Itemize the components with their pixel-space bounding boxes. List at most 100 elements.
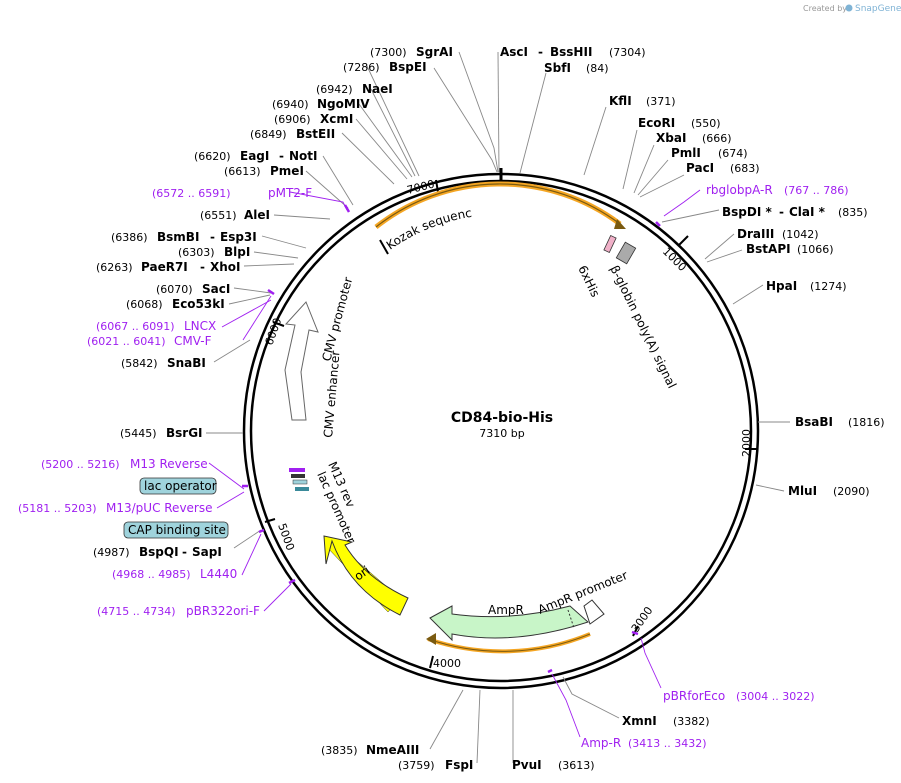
enzyme-hpai[interactable]: HpaI(1274): [766, 279, 847, 293]
enzyme-snabi[interactable]: (5842)SnaBI: [121, 356, 206, 370]
svg-text:(6386): (6386): [111, 231, 148, 244]
enzyme-paer7i[interactable]: (6263)PaeR7I-XhoI: [96, 260, 241, 274]
enzyme-asci[interactable]: AscI-BssHII (7304): [500, 45, 646, 59]
svg-text:(3835): (3835): [321, 744, 358, 757]
enzyme-bstapi[interactable]: BstAPI(1066): [746, 242, 834, 256]
orf-arc-top-core: [375, 183, 621, 228]
primer-lncx[interactable]: (6067 .. 6091)LNCX: [96, 319, 216, 333]
svg-text:AscI: AscI: [500, 45, 528, 59]
cap-site-block: [295, 487, 309, 491]
svg-text:AleI: AleI: [244, 208, 270, 222]
enzyme-pmli[interactable]: PmlI (674): [671, 146, 748, 160]
enzyme-bspei[interactable]: (7286)BspEI: [343, 60, 427, 74]
primer-rbglob[interactable]: rbglobpA-R(767 .. 786): [706, 183, 849, 197]
enzyme-xcmi[interactable]: (6906)XcmI: [274, 112, 353, 126]
svg-text:BssHII: BssHII: [550, 45, 592, 59]
svg-text:NaeI: NaeI: [362, 82, 393, 96]
svg-text:(3613): (3613): [558, 759, 595, 772]
enzyme-bsabi[interactable]: BsaBI(1816): [795, 415, 885, 429]
svg-text:(6940): (6940): [272, 98, 309, 111]
tick-label-2000: 2000: [740, 429, 753, 457]
svg-text:(835): (835): [838, 206, 868, 219]
enzyme-fspi[interactable]: (3759)FspI: [398, 758, 473, 772]
svg-text:-: -: [538, 45, 543, 59]
tick-label-1000: 1000: [660, 245, 689, 274]
enzyme-paci[interactable]: PacI(683): [686, 161, 760, 175]
cmv-enhancer-label: CMV enhancer: [321, 350, 343, 438]
cap-binding-box[interactable]: CAP binding site: [123, 521, 229, 539]
ori-arrow: [323, 535, 409, 616]
svg-text:SbfI: SbfI: [544, 61, 571, 75]
svg-text:(5842): (5842): [121, 357, 158, 370]
enzyme-nmeaiii[interactable]: (3835)NmeAIII: [321, 743, 419, 757]
primer-m13rev[interactable]: (5200 .. 5216)M13 Reverse: [41, 457, 208, 471]
enzyme-bsteii[interactable]: (6849)BstEII: [250, 127, 335, 141]
primer-pbrfor[interactable]: pBRforEco(3004 .. 3022): [663, 689, 815, 703]
svg-text:BsmBI: BsmBI: [157, 230, 199, 244]
enzyme-eco53ki[interactable]: (6068) Eco53kI: [126, 297, 225, 311]
lac-operator-box[interactable]: lac operator: [139, 477, 217, 495]
enzyme-eagi[interactable]: (6620)EagI-NotI: [194, 149, 318, 163]
svg-text:pBR322ori-F: pBR322ori-F: [186, 604, 260, 618]
svg-text:BlpI: BlpI: [224, 245, 250, 259]
svg-text:(674): (674): [718, 147, 748, 160]
orf-top-arrowhead: [614, 219, 626, 229]
svg-text:(666): (666): [702, 132, 732, 145]
primer-pmt2f[interactable]: (6572 .. 6591)pMT2-F: [152, 186, 312, 200]
enzyme-bsrgi[interactable]: (5445)BsrGI: [120, 426, 203, 440]
enzyme-xbai[interactable]: XbaI(666): [656, 131, 732, 145]
svg-text:SacI: SacI: [202, 282, 230, 296]
tick-label-6000: 6000: [263, 316, 285, 347]
enzyme-sbfi[interactable]: SbfI(84): [544, 61, 609, 75]
primer-pbr322[interactable]: (4715 .. 4734)pBR322ori-F: [97, 604, 260, 618]
primer-cmvf[interactable]: (6021 .. 6041)CMV-F: [87, 334, 212, 348]
svg-text:Esp3I: Esp3I: [220, 230, 257, 244]
svg-text:DraIII: DraIII: [737, 227, 774, 241]
svg-text:pMT2-F: pMT2-F: [268, 186, 312, 200]
enzyme-bsmbi[interactable]: (6386) BsmBI-Esp3I: [111, 230, 257, 244]
svg-text:SgrAI: SgrAI: [416, 45, 453, 59]
enzyme-ecori[interactable]: EcoRI(550): [638, 116, 721, 130]
svg-text:(550): (550): [691, 117, 721, 130]
enzyme-mlui[interactable]: MluI(2090): [788, 484, 870, 498]
svg-text:(6620): (6620): [194, 150, 231, 163]
enzyme-alei[interactable]: (6551)AleI: [200, 208, 270, 222]
svg-text:Eco53kI: Eco53kI: [172, 297, 225, 311]
svg-text:(6849): (6849): [250, 128, 287, 141]
cmv-enhancer-promoter-arrow: [284, 301, 319, 421]
svg-text:(6303): (6303): [178, 246, 215, 259]
enzyme-sgrai[interactable]: (7300)SgrAI: [370, 45, 453, 59]
svg-text:XmnI: XmnI: [622, 714, 657, 728]
svg-text:-: -: [210, 230, 215, 244]
primer-ampr[interactable]: Amp-R(3413 .. 3432): [581, 736, 707, 750]
svg-text:(5181 .. 5203): (5181 .. 5203): [18, 502, 97, 515]
svg-text:PmlI: PmlI: [671, 146, 701, 160]
enzyme-xmni[interactable]: XmnI(3382): [622, 714, 710, 728]
tick-mark: [678, 235, 689, 246]
primer-m13puc[interactable]: (5181 .. 5203)M13/pUC Reverse: [18, 501, 213, 515]
enzyme-bspdi[interactable]: BspDI *-ClaI *(835): [722, 205, 868, 219]
enzyme-blpi[interactable]: (6303) BlpI: [178, 245, 250, 259]
svg-text:(7304): (7304): [609, 46, 646, 59]
svg-text:NgoMIV: NgoMIV: [317, 97, 370, 111]
enzyme-naei[interactable]: (6942)NaeI: [316, 82, 393, 96]
enzyme-bspqi[interactable]: (4987)BspQI-SapI: [93, 545, 222, 559]
enzyme-pvui[interactable]: PvuI(3613): [512, 758, 595, 772]
svg-text:(5445): (5445): [120, 427, 157, 440]
svg-text:(6068): (6068): [126, 298, 163, 311]
svg-text:(1274): (1274): [810, 280, 847, 293]
svg-text:ClaI *: ClaI *: [789, 205, 826, 219]
primer-l4440[interactable]: (4968 .. 4985)L4440: [112, 567, 237, 581]
svg-text:KflI: KflI: [609, 94, 632, 108]
enzyme-ngomiv[interactable]: (6940) NgoMIV: [272, 97, 370, 111]
svg-text:(6906): (6906): [274, 113, 311, 126]
enzyme-pmei[interactable]: (6613)PmeI: [224, 164, 304, 178]
enzyme-draiii[interactable]: DraIII(1042): [737, 227, 819, 241]
tick-label-5000: 5000: [275, 522, 297, 553]
enzyme-kfli[interactable]: KflI(371): [609, 94, 676, 108]
enzyme-saci[interactable]: (6070)SacI: [156, 282, 230, 296]
enzyme-connectors: [206, 51, 790, 764]
svg-text:rbglobpA-R: rbglobpA-R: [706, 183, 773, 197]
svg-text:(3413 .. 3432): (3413 .. 3432): [628, 737, 707, 750]
